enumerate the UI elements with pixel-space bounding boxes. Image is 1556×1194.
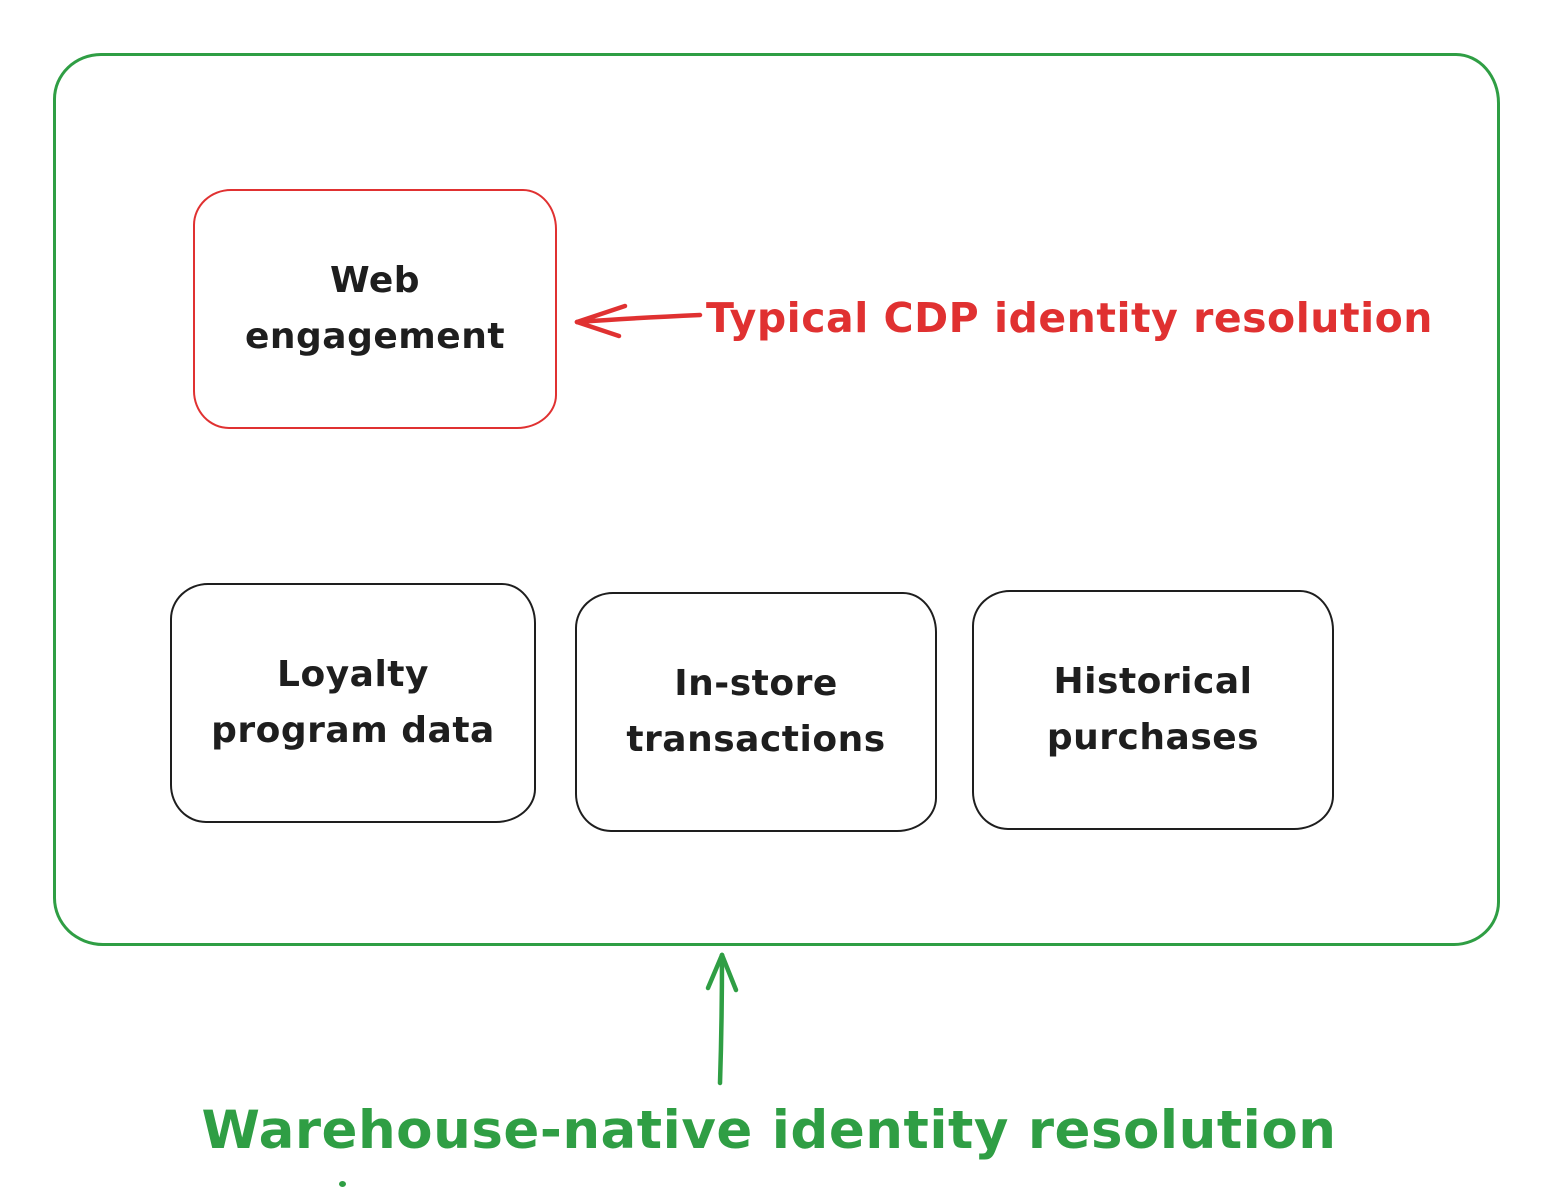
cdp-annotation: Typical CDP identity resolution [706,294,1433,342]
box-web-engagement: Web engagement [193,189,557,429]
warehouse-frame [53,53,1500,946]
warehouse-up-arrow-icon [705,952,739,1086]
box-in-store-transactions: In-store transactions [575,592,937,832]
warehouse-annotation: Warehouse-native identity resolution [201,1100,1337,1161]
historical-purchases-label: Historical purchases [1046,661,1260,758]
stray-dot-mark [339,1181,346,1187]
box-loyalty-program-data: Loyalty program data [170,583,536,823]
cdp-left-arrow-icon [574,303,703,339]
loyalty-program-data-label: Loyalty program data [211,654,495,751]
in-store-transactions-label: In-store transactions [626,663,886,760]
web-engagement-label: Web engagement [244,260,506,357]
box-historical-purchases: Historical purchases [972,590,1334,830]
